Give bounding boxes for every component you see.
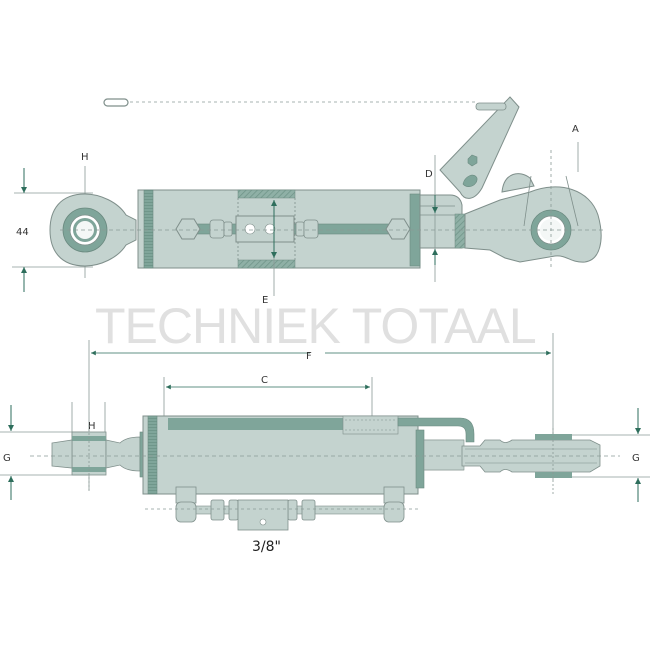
dim-h-label: H (81, 152, 89, 163)
dim-f-label: F (306, 351, 312, 362)
dim-g-left-label: G (3, 453, 11, 464)
left-ball-joint-side (51, 425, 147, 492)
cord-handle-icon (103, 98, 129, 107)
hex-fitting-icon (175, 218, 201, 240)
dimension-44: 44 (12, 168, 93, 292)
top-view: 44 H (12, 96, 605, 306)
dim-g-right-label: G (632, 453, 640, 464)
side-view: F C G H (0, 333, 650, 555)
hex-fitting-icon (385, 218, 411, 240)
dim-a-label: A (572, 124, 579, 135)
dim-44-label: 44 (16, 227, 29, 238)
watermark: TECHNIEK TOTAAL (95, 298, 537, 354)
port-size-label: 3/8" (252, 539, 281, 555)
cylinder-body-side (142, 415, 475, 495)
quick-hitch-hook (439, 96, 602, 263)
dimension-a: A (572, 124, 579, 172)
hydraulic-line-side: 3/8" (145, 486, 420, 555)
left-ball-joint (49, 193, 137, 267)
dimension-d: D (425, 155, 438, 282)
dim-c-label: C (261, 375, 268, 386)
piston-rod-side (423, 428, 601, 494)
dimension-g-right: G (572, 408, 650, 502)
piston-rod-top (419, 194, 466, 249)
dimension-e: E (262, 200, 277, 306)
dim-d-label: D (425, 169, 433, 180)
dim-h-side-label: H (88, 421, 96, 432)
release-cord (103, 98, 478, 107)
hydraulic-line-top (175, 215, 411, 243)
dim-e-label: E (262, 295, 268, 306)
valve-block-side (237, 499, 289, 531)
release-lever (439, 96, 520, 199)
watermark-text: TECHNIEK TOTAAL (95, 298, 536, 354)
